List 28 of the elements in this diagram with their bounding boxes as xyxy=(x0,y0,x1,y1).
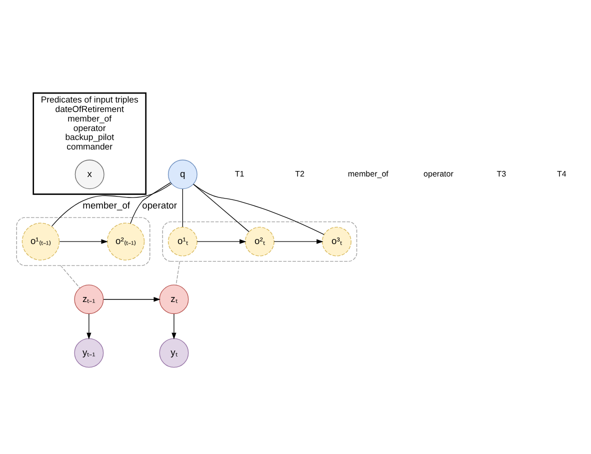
connector xyxy=(182,188,184,227)
arrow xyxy=(59,238,108,244)
arrow xyxy=(172,313,176,339)
arrow xyxy=(86,313,92,339)
connector xyxy=(193,183,250,232)
cluster xyxy=(162,220,358,262)
node-circle: o²₍ₜ₋₁₎ xyxy=(106,222,145,260)
node-circle: o³ₜ xyxy=(322,226,352,256)
node-circle: yₜ xyxy=(159,338,189,368)
arrow xyxy=(196,238,246,244)
node-circle: zₜ xyxy=(159,284,189,314)
arrow xyxy=(103,296,160,302)
connector xyxy=(176,260,180,285)
node-circle: yₜ₋₁ xyxy=(74,338,104,368)
connector xyxy=(60,264,80,288)
node-circle: o¹ₜ xyxy=(168,226,198,256)
connector xyxy=(130,182,171,224)
cluster xyxy=(16,216,150,266)
arrow xyxy=(274,238,324,244)
edge-label: operator xyxy=(142,200,178,210)
connector xyxy=(51,182,172,226)
node-circle: o²ₜ xyxy=(244,226,274,256)
edge-label: member_of xyxy=(82,200,130,210)
node-circle: zₜ₋₁ xyxy=(74,284,104,314)
node-circle: o¹₍ₜ₋₁₎ xyxy=(22,222,60,260)
connector xyxy=(193,183,324,234)
node-circle: q xyxy=(168,159,198,189)
node-circle: x xyxy=(74,159,104,189)
